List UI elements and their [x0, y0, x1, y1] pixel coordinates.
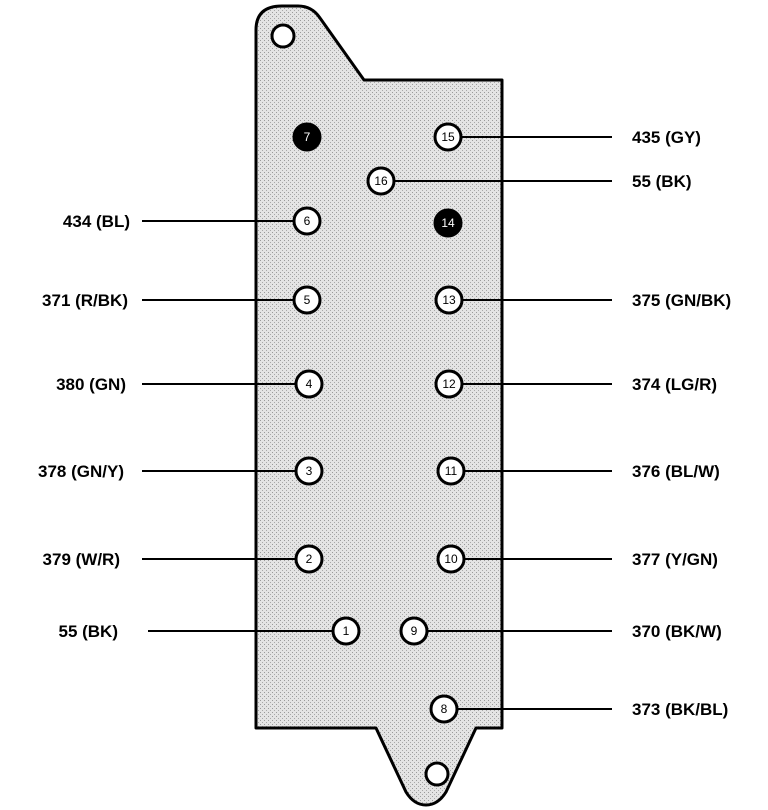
- pin-number-7: 7: [304, 130, 311, 144]
- pin-1: [331, 616, 361, 646]
- wire-label-pin-10: 377 (Y/GN): [632, 550, 718, 569]
- pin-8: [429, 694, 459, 724]
- pin-3: [294, 456, 324, 486]
- pin-4: [294, 369, 324, 399]
- pin-number-3: 3: [306, 464, 313, 478]
- wire-label-pin-12: 374 (LG/R): [632, 375, 717, 394]
- pin-number-16: 16: [374, 174, 388, 188]
- pin-number-11: 11: [445, 464, 458, 478]
- pin-5: [292, 285, 322, 315]
- pin-number-13: 13: [442, 293, 456, 307]
- wire-label-pin-5: 371 (R/BK): [42, 291, 128, 310]
- pin-number-1: 1: [343, 624, 350, 638]
- pin-number-10: 10: [444, 552, 458, 566]
- pin-number-9: 9: [411, 624, 418, 638]
- wire-label-pin-6: 434 (BL): [63, 212, 130, 231]
- mounting-hole-bottom: [424, 761, 450, 787]
- pin-number-15: 15: [441, 130, 455, 144]
- pin-13: [434, 285, 464, 315]
- pin-number-6: 6: [304, 214, 311, 228]
- pin-10: [436, 544, 466, 574]
- pin-7: [292, 122, 322, 152]
- wire-label-pin-15: 435 (GY): [632, 128, 701, 147]
- pin-16: [366, 166, 396, 196]
- wire-label-pin-9: 370 (BK/W): [632, 622, 722, 641]
- pin-number-4: 4: [306, 377, 313, 391]
- connector-body: [254, 4, 504, 807]
- wire-label-pin-8: 373 (BK/BL): [632, 700, 728, 719]
- pin-11: [436, 456, 466, 486]
- pin-12: [434, 369, 464, 399]
- mounting-hole-top: [270, 23, 296, 49]
- pin-number-14: 14: [441, 216, 455, 230]
- pin-2: [294, 544, 324, 574]
- pin-number-2: 2: [306, 552, 313, 566]
- pin-number-5: 5: [304, 293, 311, 307]
- pin-number-8: 8: [441, 702, 448, 716]
- pin-6: [292, 206, 322, 236]
- wire-label-pin-11: 376 (BL/W): [632, 462, 720, 481]
- pin-15: [433, 122, 463, 152]
- pin-number-12: 12: [442, 377, 456, 391]
- wire-label-pin-2: 379 (W/R): [43, 550, 120, 569]
- wire-label-pin-16: 55 (BK): [632, 172, 692, 191]
- pin-14: [433, 208, 463, 238]
- pin-9: [399, 616, 429, 646]
- wire-label-pin-3: 378 (GN/Y): [38, 462, 124, 481]
- wire-label-pin-13: 375 (GN/BK): [632, 291, 731, 310]
- wire-label-pin-4: 380 (GN): [56, 375, 126, 394]
- wire-label-pin-1: 55 (BK): [58, 622, 118, 641]
